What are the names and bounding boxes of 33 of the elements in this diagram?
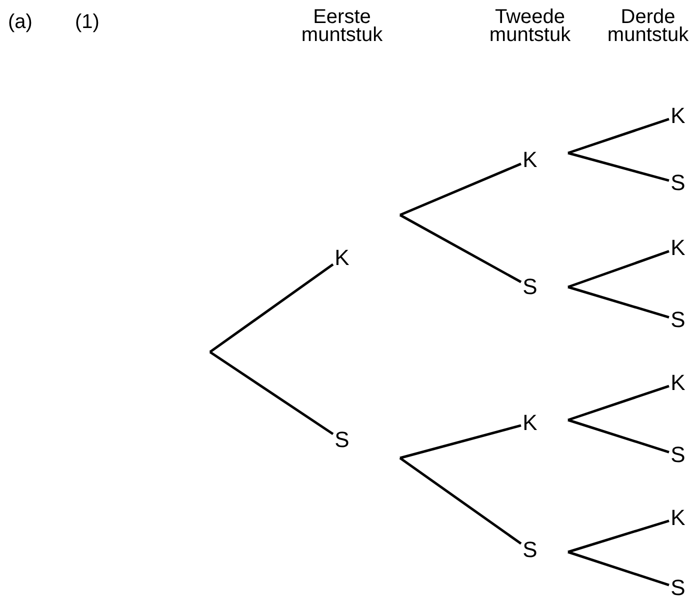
outcome-label: K xyxy=(521,148,539,172)
tree-branch xyxy=(568,286,670,318)
tree-branch xyxy=(568,118,670,154)
outcome-label: S xyxy=(669,308,687,332)
outcome-label: S xyxy=(669,171,687,195)
outcome-label: S xyxy=(521,538,539,562)
tree-branch xyxy=(209,350,334,436)
outcome-label: K xyxy=(669,506,687,530)
tree-branch xyxy=(399,214,522,284)
tree-branch xyxy=(400,162,522,216)
step-number: (1) xyxy=(75,10,100,34)
tree-branch xyxy=(568,384,670,422)
tree-branch xyxy=(568,418,670,454)
column-header: Eerste muntstuk xyxy=(301,8,383,44)
part-label: (a) xyxy=(8,10,32,34)
outcome-label: K xyxy=(669,104,687,128)
outcome-label: S xyxy=(333,428,351,452)
tree-branch xyxy=(568,520,670,554)
tree-branch xyxy=(568,152,670,182)
outcome-label: K xyxy=(669,371,687,395)
outcome-label: K xyxy=(333,246,351,270)
tree-branch xyxy=(400,424,522,460)
column-header: Tweede muntstuk xyxy=(489,8,571,44)
tree-branch xyxy=(568,250,670,288)
outcome-label: S xyxy=(521,275,539,299)
tree-branch xyxy=(209,263,334,354)
outcome-label: S xyxy=(669,576,687,600)
outcome-label: S xyxy=(669,443,687,467)
column-header: Derde muntstuk xyxy=(607,8,689,44)
outcome-label: K xyxy=(669,236,687,260)
tree-branch xyxy=(399,456,522,545)
tree-branch xyxy=(568,550,670,586)
outcome-label: K xyxy=(521,411,539,435)
